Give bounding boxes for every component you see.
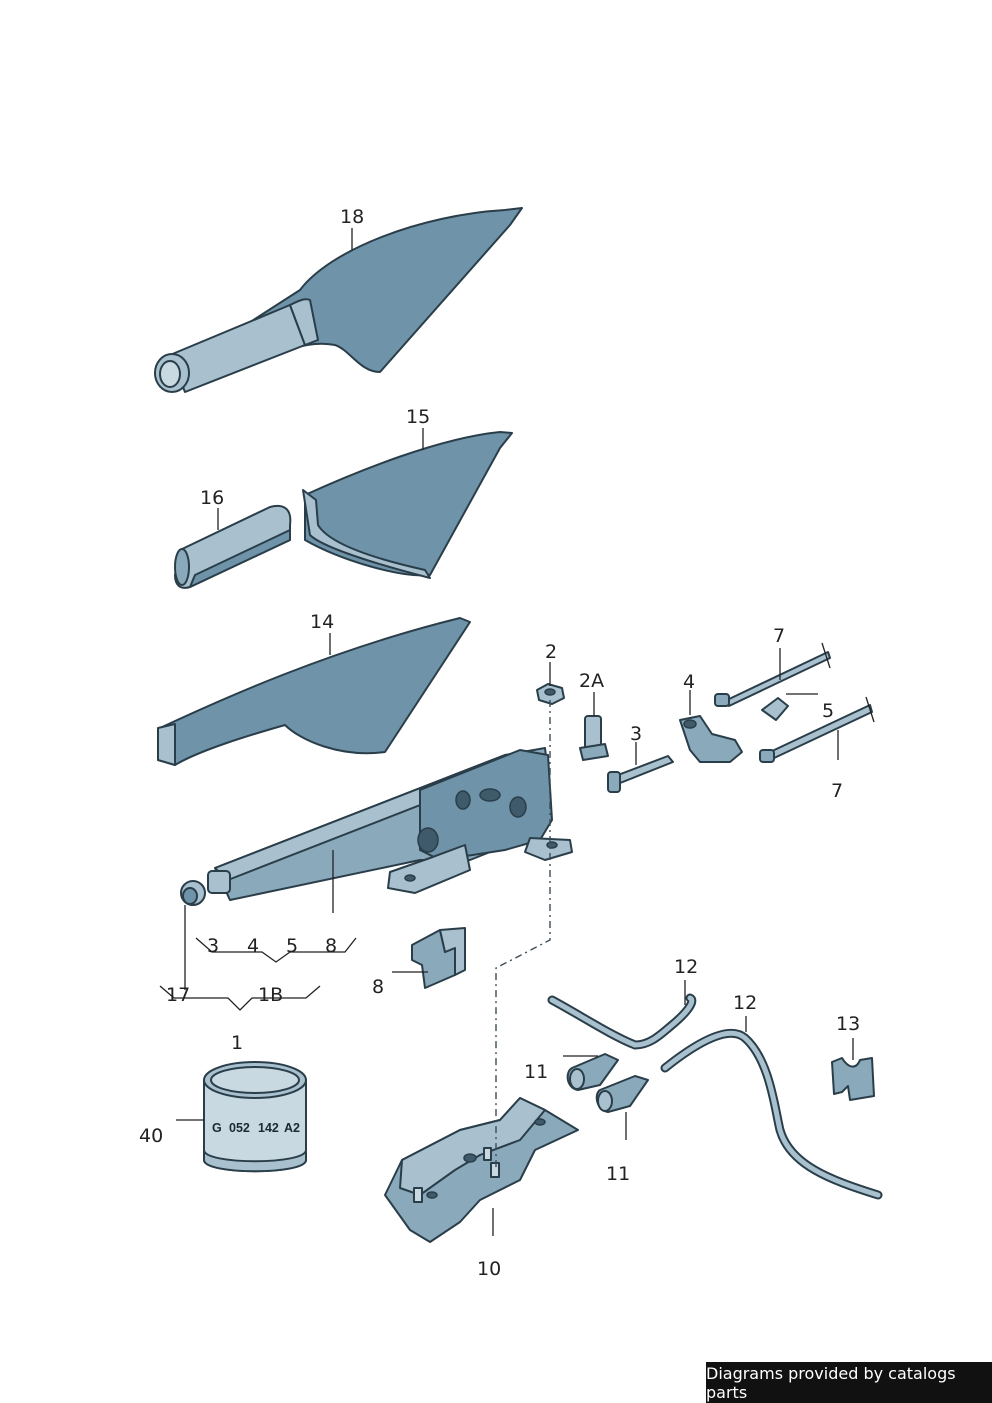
callout-17: 17 xyxy=(166,984,190,1006)
callout-14: 14 xyxy=(310,611,334,633)
can-label-052: 052 xyxy=(229,1121,250,1135)
callout-2: 2 xyxy=(545,641,557,663)
part-3-pin[interactable] xyxy=(607,755,674,793)
part-12-line-upper[interactable] xyxy=(547,993,697,1050)
can-label-g: G xyxy=(212,1121,222,1135)
part-16-button-cap[interactable] xyxy=(174,505,292,589)
callout-16: 16 xyxy=(200,487,224,509)
leader-lines xyxy=(159,228,854,1236)
part-17-end-cap[interactable] xyxy=(180,880,206,906)
callout-2a: 2A xyxy=(579,670,604,692)
part-2a-bolt[interactable] xyxy=(579,715,609,761)
callout-group-4: 4 xyxy=(247,935,259,957)
callout-3: 3 xyxy=(630,723,642,745)
part-13-line-clip[interactable] xyxy=(831,1057,875,1101)
part-10-mounting-bracket[interactable] xyxy=(384,1097,579,1243)
callout-13: 13 xyxy=(836,1013,860,1035)
callout-4: 4 xyxy=(683,671,695,693)
callout-15: 15 xyxy=(406,406,430,428)
callout-10: 10 xyxy=(477,1258,501,1280)
part-4-bracket[interactable] xyxy=(679,715,743,763)
handbrake-lever-assembly[interactable] xyxy=(207,747,573,901)
callout-12-lower: 12 xyxy=(733,992,757,1014)
part-8-clip[interactable] xyxy=(411,927,466,989)
callout-group-8: 8 xyxy=(325,935,337,957)
assembly-center-line xyxy=(495,700,551,1170)
callout-7-lower: 7 xyxy=(831,780,843,802)
callout-11-upper: 11 xyxy=(524,1061,548,1083)
callout-8: 8 xyxy=(372,976,384,998)
attribution-footer[interactable]: Diagrams provided by catalogs parts xyxy=(706,1362,992,1403)
callout-18: 18 xyxy=(340,206,364,228)
part-7-cable-upper[interactable] xyxy=(714,642,831,707)
callout-11-lower: 11 xyxy=(606,1163,630,1185)
callout-5: 5 xyxy=(822,700,834,722)
callout-group-5: 5 xyxy=(286,935,298,957)
callout-1: 1 xyxy=(231,1032,243,1054)
callout-1b: 1B xyxy=(258,984,283,1006)
part-15-lever-cover[interactable] xyxy=(302,431,513,579)
callout-group-3: 3 xyxy=(207,935,219,957)
part-14-lever-boot[interactable] xyxy=(157,617,471,766)
part-18-lever-grip[interactable] xyxy=(154,207,523,393)
part-11-grommet-b[interactable] xyxy=(595,1075,649,1113)
can-label-142: 142 xyxy=(258,1121,279,1135)
callout-12-upper: 12 xyxy=(674,956,698,978)
part-1-grease-can[interactable] xyxy=(203,1061,307,1173)
part-11-grommet-a[interactable] xyxy=(566,1053,619,1091)
part-7-cable-lower[interactable] xyxy=(759,696,875,763)
part-2-nut[interactable] xyxy=(536,683,565,705)
callout-7-upper: 7 xyxy=(773,625,785,647)
part-12-line-lower[interactable] xyxy=(660,1028,883,1200)
part-5-cable-sleeve[interactable] xyxy=(761,697,789,721)
callout-40: 40 xyxy=(139,1125,163,1147)
can-label-a2: A2 xyxy=(284,1121,300,1135)
